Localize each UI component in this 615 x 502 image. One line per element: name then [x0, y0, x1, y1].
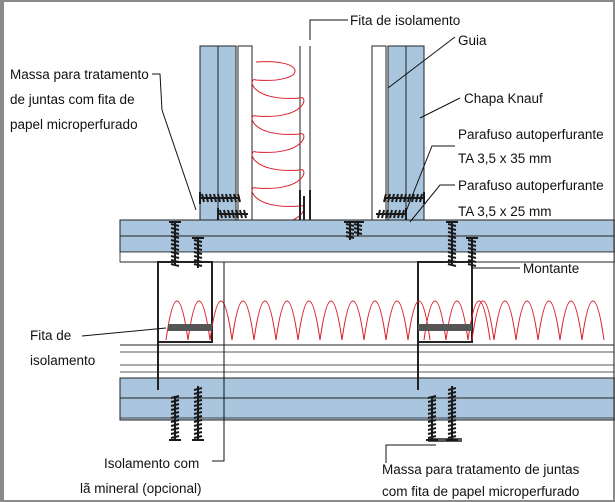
label-fita-left-2: isolamento	[30, 353, 95, 368]
mineral-wool-icon	[251, 61, 305, 225]
montante-right	[417, 261, 473, 343]
labels: Fita de isolamento Guia Chapa Knauf Mass…	[10, 13, 604, 499]
leader-lines	[81, 19, 520, 463]
label-massa-left-3: papel microperfurado	[10, 117, 138, 132]
stud-right	[371, 45, 387, 221]
horizontal-wall	[119, 219, 615, 442]
label-guia: Guia	[458, 33, 487, 48]
screw-icon	[199, 192, 241, 204]
label-massa-left-2: de juntas com fita de	[10, 92, 135, 107]
label-isolamento-2: lã mineral (opcional)	[80, 481, 202, 496]
label-massa-bottom-1: Massa para tratamento de juntas	[382, 462, 580, 477]
screw-icon	[383, 192, 425, 204]
montante-left	[157, 261, 213, 343]
screw-icon	[344, 221, 356, 240]
label-massa-left-1: Massa para tratamento	[10, 67, 149, 82]
label-montante: Montante	[523, 261, 579, 276]
label-chapa-knauf: Chapa Knauf	[464, 91, 543, 106]
screw-icon	[376, 208, 407, 220]
label-parafuso35-1: Parafuso autoperfurante	[458, 127, 604, 142]
screw-icon	[352, 221, 364, 236]
screw-icon	[192, 386, 204, 441]
screws-group	[169, 192, 478, 441]
vertical-wall	[199, 45, 425, 245]
screw-icon	[192, 237, 204, 268]
horizontal-board-bottom-2	[119, 397, 615, 421]
label-massa-bottom-2: com fita de papel microperfurado	[382, 484, 579, 499]
screw-icon	[426, 395, 438, 441]
label-parafuso25-1: Parafuso autoperfurante	[458, 178, 604, 193]
isolation-tape-right	[418, 324, 472, 331]
left-edge-bar	[0, 0, 4, 502]
screw-icon	[169, 221, 181, 267]
screw-icon	[446, 221, 458, 267]
label-fita-left-1: Fita de	[30, 328, 71, 343]
mineral-wool-icon	[165, 300, 431, 341]
stud-left	[237, 45, 253, 221]
label-fita-top: Fita de isolamento	[350, 13, 460, 28]
label-parafuso35-2: TA 3,5 x 35 mm	[458, 151, 552, 166]
screw-icon	[466, 237, 478, 268]
screw-icon	[446, 386, 458, 441]
horizontal-board-bottom-1	[119, 377, 615, 399]
label-parafuso25-2: TA 3,5 x 25 mm	[458, 204, 552, 219]
screw-icon	[217, 208, 248, 220]
horizontal-board-top-1	[119, 219, 615, 237]
isolation-tape-left	[168, 324, 212, 331]
screw-icon	[169, 395, 181, 441]
label-isolamento-1: Isolamento com	[104, 456, 199, 471]
